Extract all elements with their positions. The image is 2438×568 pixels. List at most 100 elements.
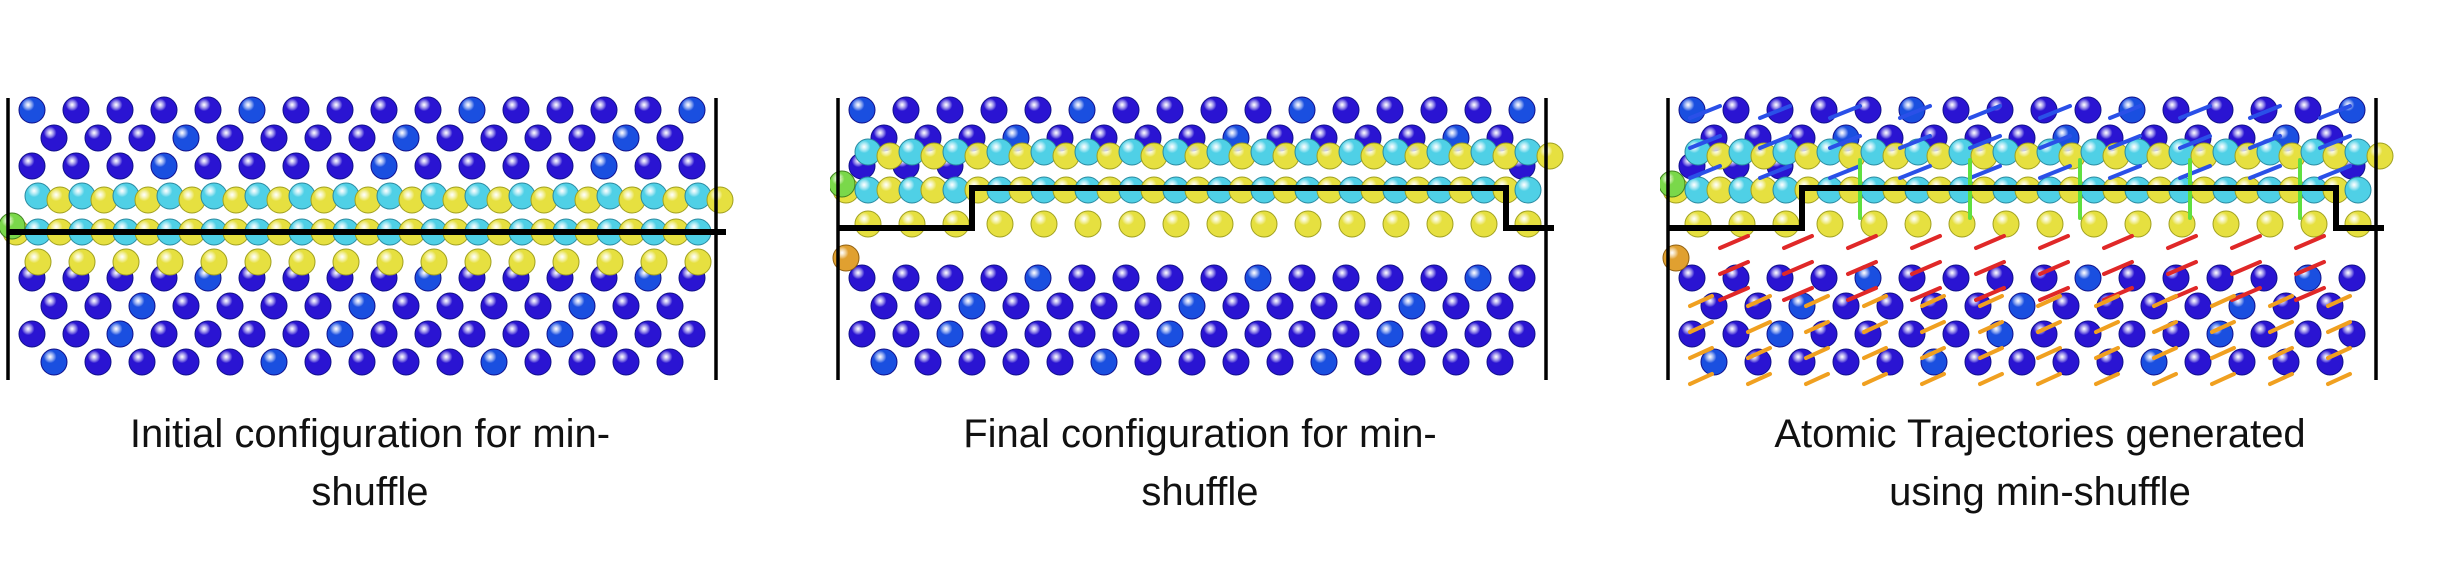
interface-atom-yellow	[1294, 210, 1322, 238]
trajectory-blue	[1688, 134, 1722, 150]
trajectory-red	[2230, 260, 2262, 276]
bulk-atom	[172, 292, 200, 320]
interface-atom-yellow	[1536, 142, 1564, 170]
interface-atom-cyan	[24, 182, 52, 210]
trajectory-orange	[2036, 294, 2062, 308]
bulk-atom	[1266, 292, 1294, 320]
trajectory-orange	[1862, 346, 1888, 360]
interface-atom-yellow	[1426, 210, 1454, 238]
trajectory-blue	[2108, 134, 2142, 150]
bulk-atom	[1332, 320, 1360, 348]
bulk-atom	[656, 348, 684, 376]
interface-atom-yellow	[574, 186, 602, 214]
interface-atom-yellow	[266, 186, 294, 214]
trajectory-orange	[1862, 372, 1888, 386]
bulk-atom	[1420, 264, 1448, 292]
interface-atom-yellow	[618, 186, 646, 214]
bulk-atom	[1068, 264, 1096, 292]
trajectory-blue	[1688, 164, 1722, 180]
bulk-atom	[2074, 320, 2102, 348]
interface-atom-yellow	[1684, 210, 1712, 238]
trajectory-blue	[2108, 104, 2142, 120]
bulk-atom	[546, 96, 574, 124]
bulk-atom	[348, 348, 376, 376]
bulk-atom	[568, 124, 596, 152]
bulk-atom	[1876, 348, 1904, 376]
bulk-atom	[1288, 264, 1316, 292]
bulk-atom	[1222, 348, 1250, 376]
bulk-atom	[1288, 320, 1316, 348]
trajectory-blue	[2318, 134, 2352, 150]
bulk-atom	[656, 124, 684, 152]
interface-atom-yellow	[90, 186, 118, 214]
bulk-atom	[524, 348, 552, 376]
trajectory-red	[1846, 260, 1878, 276]
bulk-atom	[1354, 348, 1382, 376]
trajectory-red	[1910, 234, 1942, 250]
trajectory-red	[2230, 286, 2262, 302]
bulk-atom	[980, 320, 1008, 348]
bulk-atom	[260, 292, 288, 320]
trajectory-group	[1688, 104, 2352, 386]
interface-atom-cyan	[640, 182, 668, 210]
bulk-atom	[238, 320, 266, 348]
interface-atom-cyan	[2080, 138, 2108, 166]
trajectory-red	[2038, 286, 2070, 302]
bulk-atom	[1398, 348, 1426, 376]
bulk-atom	[62, 152, 90, 180]
trajectory-orange	[1804, 372, 1830, 386]
trajectory-blue	[1688, 104, 1722, 120]
bulk-atom	[848, 264, 876, 292]
trajectory-orange	[1746, 372, 1772, 386]
bulk-atom	[656, 292, 684, 320]
bulk-atom	[1832, 348, 1860, 376]
bulk-atom	[1420, 96, 1448, 124]
bulk-atom	[84, 348, 112, 376]
bulk-atom	[678, 152, 706, 180]
trajectory-orange	[1804, 346, 1830, 360]
trajectory-blue	[2248, 134, 2282, 150]
bulk-atom	[1002, 348, 1030, 376]
bulk-atom	[1288, 96, 1316, 124]
interface-atom-yellow	[2124, 210, 2152, 238]
trajectory-orange	[1978, 294, 2004, 308]
bulk-atom	[1068, 320, 1096, 348]
bulk-atom	[40, 348, 68, 376]
bulk-atom	[106, 320, 134, 348]
bulk-atom	[1244, 96, 1272, 124]
interface-atom-yellow	[1118, 210, 1146, 238]
trajectory-red	[2294, 286, 2326, 302]
bulk-atom	[848, 320, 876, 348]
bulk-atom	[1354, 292, 1382, 320]
trajectory-blue	[2038, 104, 2072, 120]
bulk-atom	[1464, 320, 1492, 348]
bulk-atom	[546, 320, 574, 348]
bulk-atom	[2074, 96, 2102, 124]
interface-atom-yellow	[1794, 142, 1822, 170]
trajectory-orange	[2210, 320, 2236, 334]
interface-atom-yellow	[288, 248, 316, 276]
interface-atom-cyan	[2124, 138, 2152, 166]
bulk-atom	[502, 96, 530, 124]
bulk-atom	[1810, 264, 1838, 292]
interface-atom-cyan	[1162, 138, 1190, 166]
bulk-atom	[524, 292, 552, 320]
bulk-atom	[870, 292, 898, 320]
bulk-atom	[2008, 292, 2036, 320]
trajectory-orange	[2094, 294, 2120, 308]
interface-atom-cyan	[1470, 138, 1498, 166]
trajectory-orange	[2094, 320, 2120, 334]
interface-atom-yellow	[420, 248, 448, 276]
interface-atom-green	[1660, 170, 1686, 198]
bulk-atom	[1222, 292, 1250, 320]
bulk-atom	[1766, 320, 1794, 348]
trajectory-red	[1974, 260, 2006, 276]
interface-atom-yellow	[1140, 142, 1168, 170]
interface-atom-cyan	[112, 182, 140, 210]
bulk-atom	[370, 96, 398, 124]
bulk-atom	[980, 96, 1008, 124]
trajectory-blue	[1898, 134, 1932, 150]
bulk-atom	[84, 292, 112, 320]
trajectory-blue	[1898, 104, 1932, 120]
interface-atom-cyan	[420, 182, 448, 210]
